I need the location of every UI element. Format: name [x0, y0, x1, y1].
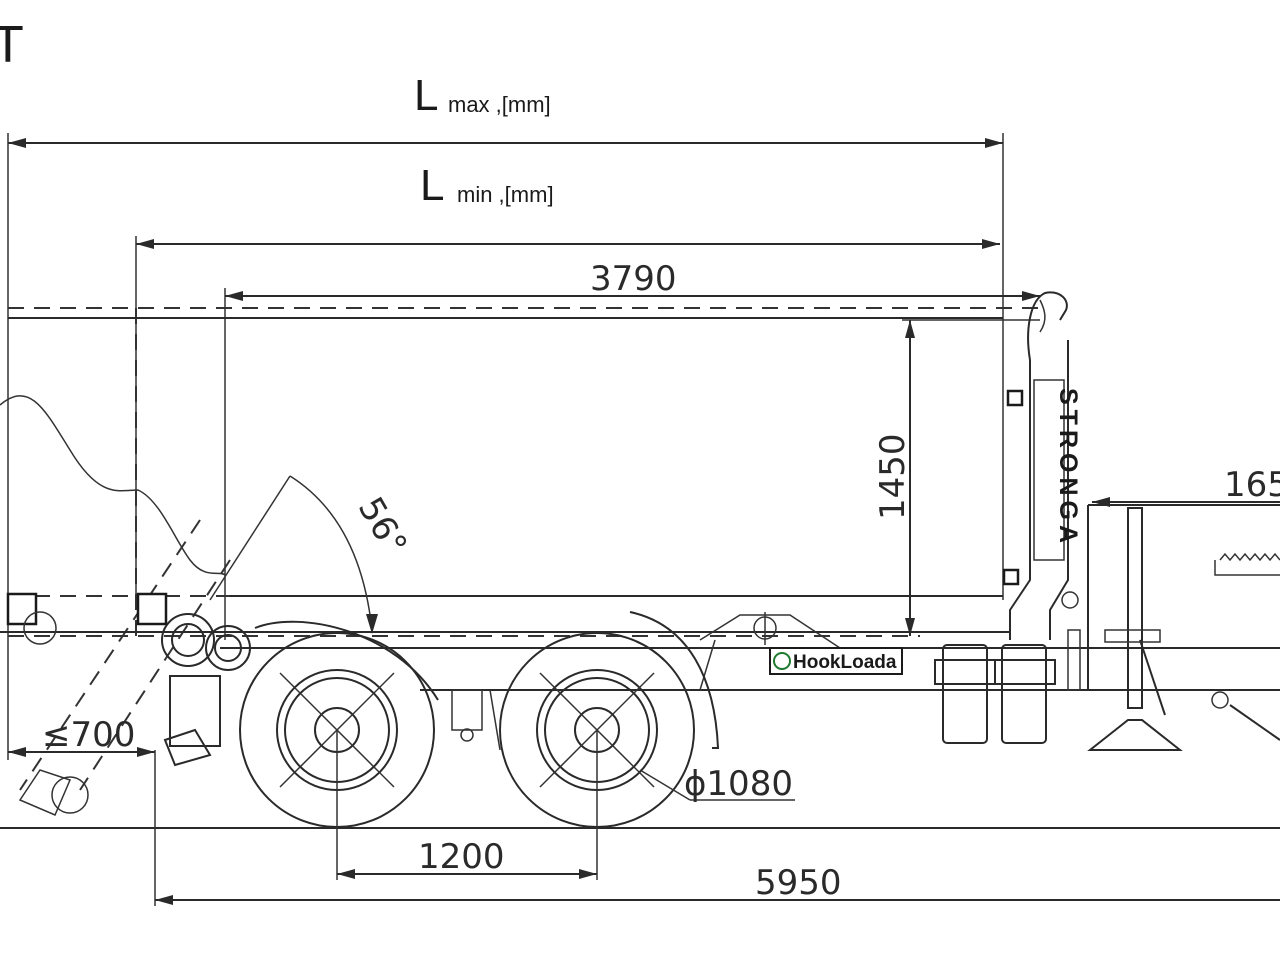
dimension-165: 165 — [1092, 465, 1280, 507]
dimension-1450-label: 1450 — [873, 433, 913, 520]
l-min-sub: min ,[mm] — [457, 182, 554, 207]
brand-vertical: STRONGA — [1054, 388, 1082, 548]
front-tanks — [934, 629, 1081, 744]
marker-square — [1002, 568, 1020, 586]
front-coupling — [1211, 552, 1280, 741]
mudguard-front — [629, 611, 720, 749]
l-max-dimension — [7, 133, 1004, 760]
corner-mark: T — [0, 16, 24, 74]
tipping-curve — [0, 395, 226, 576]
hook-arm — [1009, 291, 1079, 640]
dimension-wheel-diameter: ϕ1080 — [639, 764, 795, 804]
l-min-label: L min ,[mm] — [420, 161, 554, 210]
support-leg — [1087, 504, 1280, 751]
dimension-1200-label: 1200 — [418, 837, 505, 877]
l-max-sub: max ,[mm] — [448, 92, 551, 117]
brand-plate: HookLoada — [769, 647, 903, 675]
angle-56-label: 56° — [350, 490, 415, 562]
brand-plate-label: HookLoada — [793, 652, 897, 673]
container-body — [0, 317, 1010, 633]
dimension-1450: 1450 — [873, 319, 1040, 636]
dimension-5950-label: 5950 — [755, 863, 842, 903]
angle-56: 56° — [209, 475, 415, 634]
rear-rollers — [6, 592, 251, 816]
dimension-5950: 5950 — [154, 750, 1280, 906]
l-min-main: L — [420, 161, 444, 210]
l-max-label: L max ,[mm] — [414, 71, 551, 120]
l-min-dimension — [135, 236, 1000, 600]
container-dashed-outline — [8, 307, 1045, 791]
dimension-3790: 3790 — [224, 259, 1040, 640]
dimension-1200: 1200 — [336, 730, 598, 880]
dimension-wheel-label: ϕ1080 — [684, 764, 793, 804]
marker-square — [1006, 389, 1024, 407]
dimension-700-label: ≤700 — [42, 715, 135, 755]
l-max-main: L — [414, 71, 438, 120]
dimension-3790-label: 3790 — [590, 259, 677, 299]
mudguard-rear — [254, 620, 439, 701]
dimension-700: ≤700 — [8, 715, 155, 757]
dimension-165-label: 165 — [1224, 465, 1280, 505]
